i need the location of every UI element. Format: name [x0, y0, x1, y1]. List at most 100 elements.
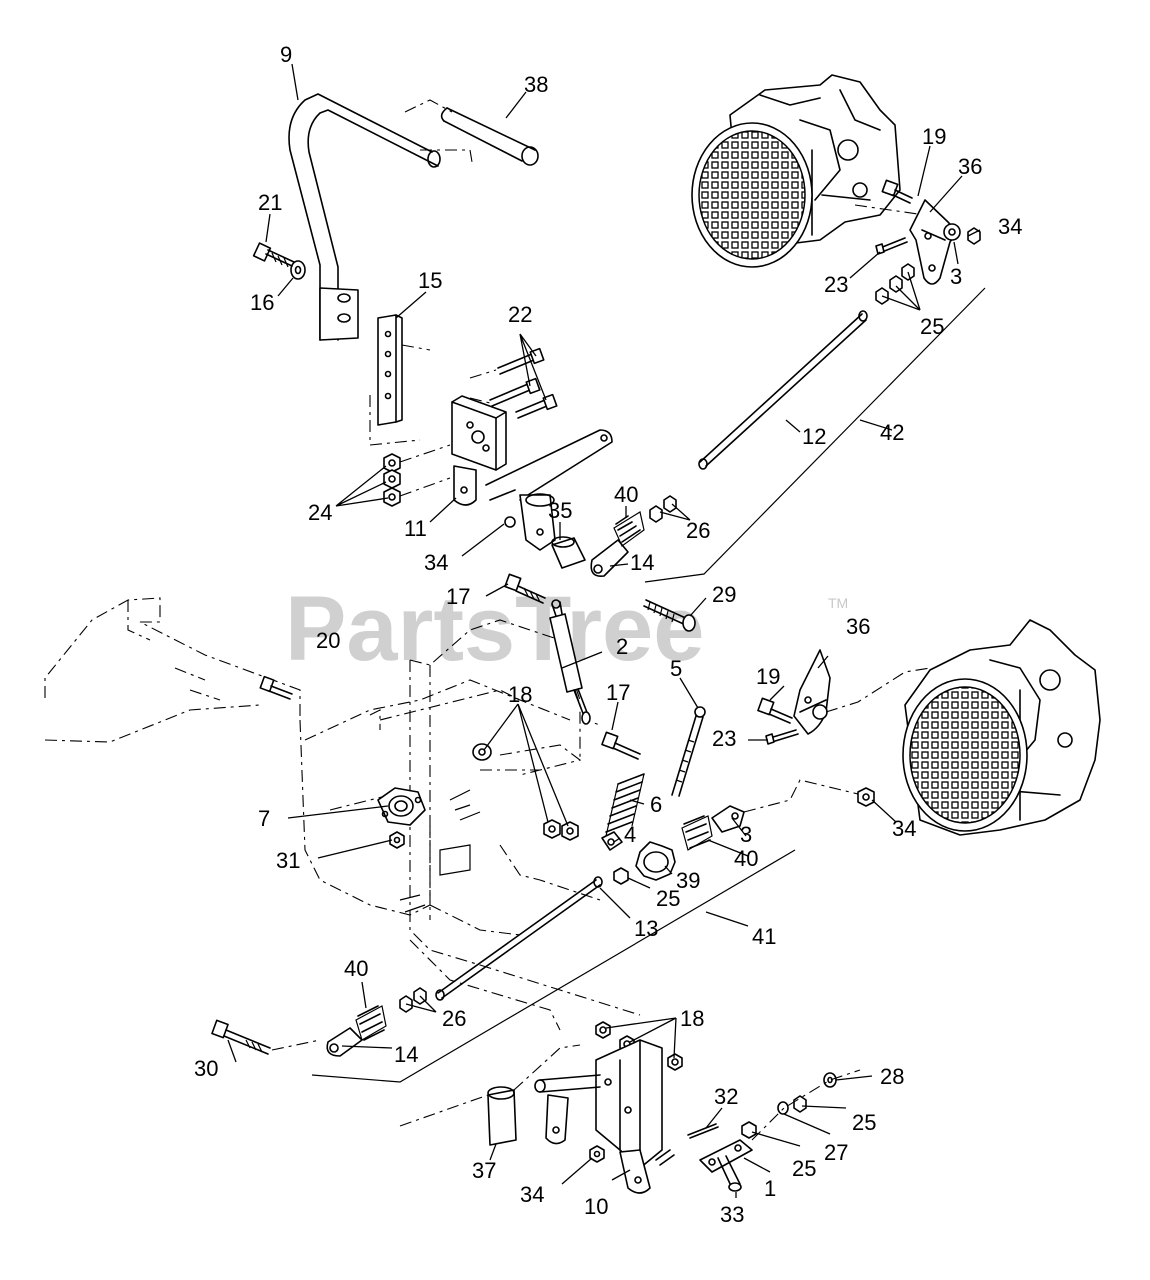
callout-25-lower-left: 25 [792, 1156, 816, 1181]
part-31-nut [389, 831, 405, 849]
part-11-lever-bracket [451, 395, 613, 551]
callout-22: 22 [508, 302, 532, 327]
part-22-bolts [469, 347, 558, 419]
callout-29: 29 [712, 582, 736, 607]
part-24-nuts [383, 444, 451, 507]
part-40-spring [613, 511, 645, 547]
part-17-bolt-upper [504, 573, 546, 604]
callout-11: 11 [404, 516, 427, 541]
callout-26-upper: 26 [686, 518, 710, 543]
callout-23-upper: 23 [824, 272, 848, 297]
callout-37: 37 [472, 1158, 496, 1183]
callout-34-upper-right: 34 [998, 214, 1022, 239]
callout-7: 7 [258, 806, 270, 831]
part-40-spring-lower [355, 1005, 387, 1041]
callout-40-lower: 40 [344, 956, 368, 981]
part-40-spring-middle [681, 815, 713, 851]
callout-40-middle: 40 [734, 846, 758, 871]
part-10-lever-bracket [534, 1039, 675, 1194]
part-3-ball-joint-upper [943, 223, 961, 241]
callout-9: 9 [280, 42, 292, 67]
callout-18-middle: 18 [508, 682, 532, 707]
part-13-control-rod [435, 876, 603, 1001]
part-20-bolt [259, 675, 293, 700]
part-21-bolt [252, 242, 295, 268]
callout-27: 27 [824, 1140, 848, 1165]
callout-30: 30 [194, 1056, 218, 1081]
callout-26-lower: 26 [442, 1006, 466, 1031]
callout-34-right: 34 [892, 816, 916, 841]
part-36-arm-upper [909, 199, 955, 285]
part-33-clevis-pin [717, 1155, 742, 1192]
callout-24: 24 [308, 500, 332, 525]
part-34-nut-bracket [504, 516, 516, 528]
callout-39: 39 [676, 868, 700, 893]
part-41-group-line [311, 849, 796, 1083]
part-32-cotter-pin [687, 1123, 719, 1139]
transmission-link-lower [825, 667, 931, 713]
callout-19-lower: 19 [756, 664, 780, 689]
part-7-pivot-bearing [377, 787, 426, 826]
part-19-bolt-upper [881, 179, 913, 204]
part-34-nut-right [857, 787, 875, 807]
callout-35: 35 [548, 498, 572, 523]
part-3-rod-end-middle [711, 805, 745, 833]
part-26-nuts-lower [399, 987, 427, 1013]
part-27-washer [777, 1101, 789, 1115]
part-5-eyebolt [671, 706, 706, 797]
part-25-nut-middle [613, 867, 629, 885]
part-2-damper [549, 599, 591, 725]
callout-13: 13 [634, 916, 658, 941]
part-28-washer [823, 1072, 837, 1088]
transmission-lower [902, 619, 1101, 836]
part-42-group-line [644, 287, 986, 583]
part-30-bolt [211, 1019, 321, 1055]
part-36-arm-lower [793, 649, 831, 735]
callout-6: 6 [650, 792, 662, 817]
callout-2: 2 [616, 634, 628, 659]
callout-15: 15 [418, 268, 442, 293]
callout-28: 28 [880, 1064, 904, 1089]
callout-14-lower: 14 [394, 1042, 418, 1067]
spacer-link [399, 1044, 581, 1127]
part-14-rod-end [590, 539, 629, 577]
part-16-washer [290, 260, 306, 280]
callout-38: 38 [524, 72, 548, 97]
part-29-bolt [643, 599, 696, 632]
part-34-nut-lower [589, 1145, 605, 1163]
part-4-spring-cap [601, 831, 623, 851]
callout-numbers: 9 38 21 16 15 22 24 11 34 35 40 26 14 17… [194, 42, 1022, 1227]
part-23-screw-lower [765, 729, 799, 745]
callout-36-lower: 36 [846, 614, 870, 639]
callout-23-lower: 23 [712, 726, 736, 751]
callout-17-upper: 17 [446, 584, 470, 609]
callout-4: 4 [624, 822, 636, 847]
callout-21: 21 [258, 190, 282, 215]
callout-25-lower-right: 25 [852, 1110, 876, 1135]
callout-42: 42 [880, 420, 904, 445]
callout-34-lower: 34 [520, 1182, 544, 1207]
callout-40-upper: 40 [614, 482, 638, 507]
transmission-upper [691, 74, 926, 268]
callout-19-upper: 19 [922, 124, 946, 149]
part-12-control-rod [698, 310, 868, 470]
part-15-mount-plate [369, 314, 431, 446]
callout-31: 31 [276, 848, 300, 873]
callout-17-lower: 17 [606, 680, 630, 705]
watermark: PartsTree [285, 578, 704, 680]
callout-12: 12 [802, 424, 826, 449]
callout-16: 16 [250, 290, 274, 315]
part-38-grip [404, 99, 539, 166]
callout-14-upper: 14 [630, 550, 654, 575]
callout-18-lower: 18 [680, 1006, 704, 1031]
callout-34-upper-left: 34 [424, 550, 448, 575]
callout-32: 32 [714, 1084, 738, 1109]
callout-36-upper: 36 [958, 154, 982, 179]
callout-3-upper: 3 [950, 264, 962, 289]
part-25-nuts-lower [741, 1095, 807, 1139]
part-23-screw-upper [875, 237, 908, 255]
callout-25-middle: 25 [656, 886, 680, 911]
rod-end-link [743, 779, 859, 813]
trademark-mark: TM [828, 595, 848, 611]
